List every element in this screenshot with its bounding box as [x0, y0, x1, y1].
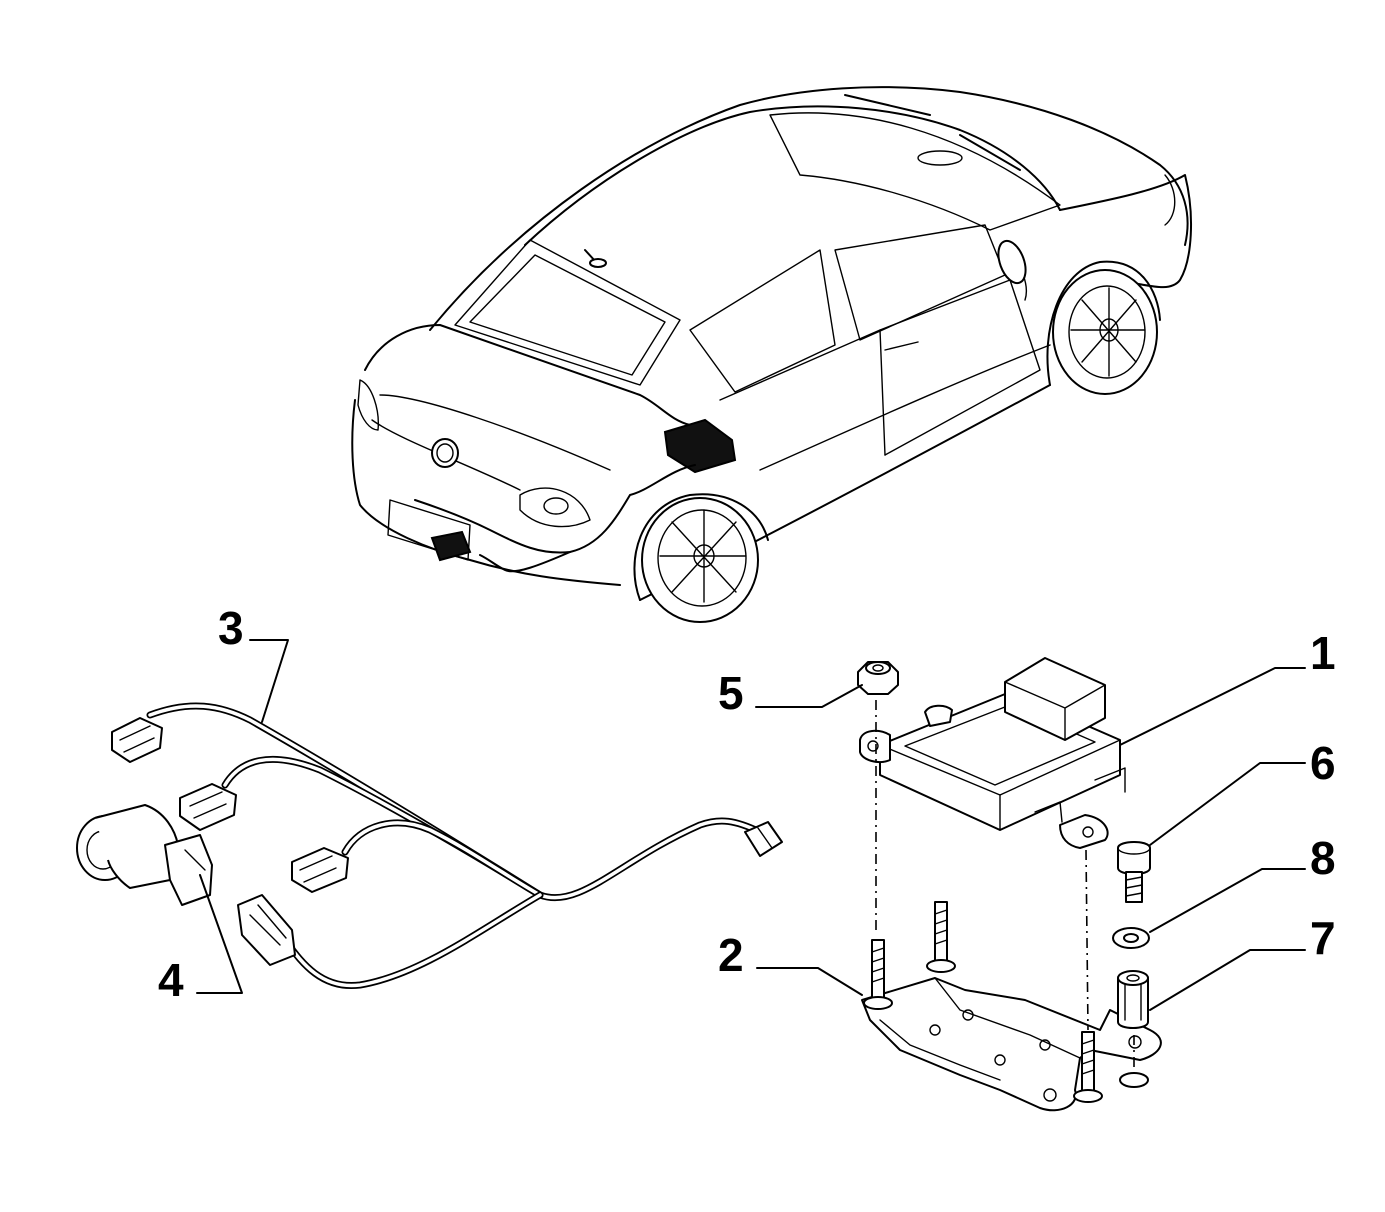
bracket-hole-ring	[1119, 1072, 1149, 1088]
mounting-bracket	[861, 901, 1162, 1112]
washer	[1112, 927, 1150, 949]
callout-5: 5	[718, 667, 744, 719]
callout-7: 7	[1310, 912, 1336, 964]
alignment-lines	[875, 700, 1135, 1075]
spacer	[1117, 970, 1149, 1029]
car-illustration	[351, 86, 1192, 623]
callout-3: 3	[218, 602, 244, 654]
callout-2: 2	[718, 929, 744, 981]
bolt	[1117, 841, 1151, 903]
control-module	[859, 657, 1126, 849]
wiring-harness	[111, 702, 783, 990]
callout-8: 8	[1310, 832, 1336, 884]
parking-sensor	[76, 804, 213, 906]
callout-4: 4	[158, 954, 184, 1006]
nut	[857, 661, 899, 695]
callout-6: 6	[1310, 737, 1336, 789]
leader-lines	[196, 639, 1306, 1011]
callout-1: 1	[1310, 627, 1336, 679]
